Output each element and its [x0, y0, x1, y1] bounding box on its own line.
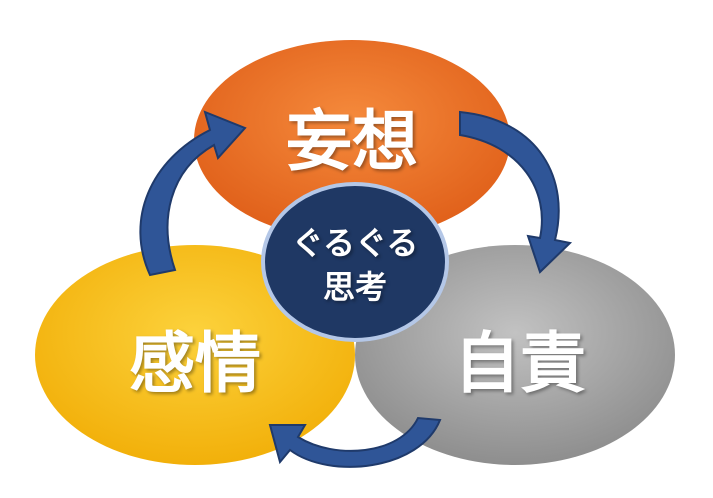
arrow-left-to-top — [139, 110, 247, 277]
arrow-top-to-right — [459, 110, 573, 274]
center-circle — [261, 182, 449, 342]
left-label: 感情 — [129, 325, 261, 402]
right-label: 自責 — [454, 325, 586, 402]
top-label: 妄想 — [286, 103, 418, 180]
center-line2: 思考 — [322, 268, 387, 306]
ellipse-top — [194, 40, 510, 240]
arrow-right-to-left — [268, 416, 442, 468]
center-line1: ぐるぐる — [291, 224, 419, 262]
